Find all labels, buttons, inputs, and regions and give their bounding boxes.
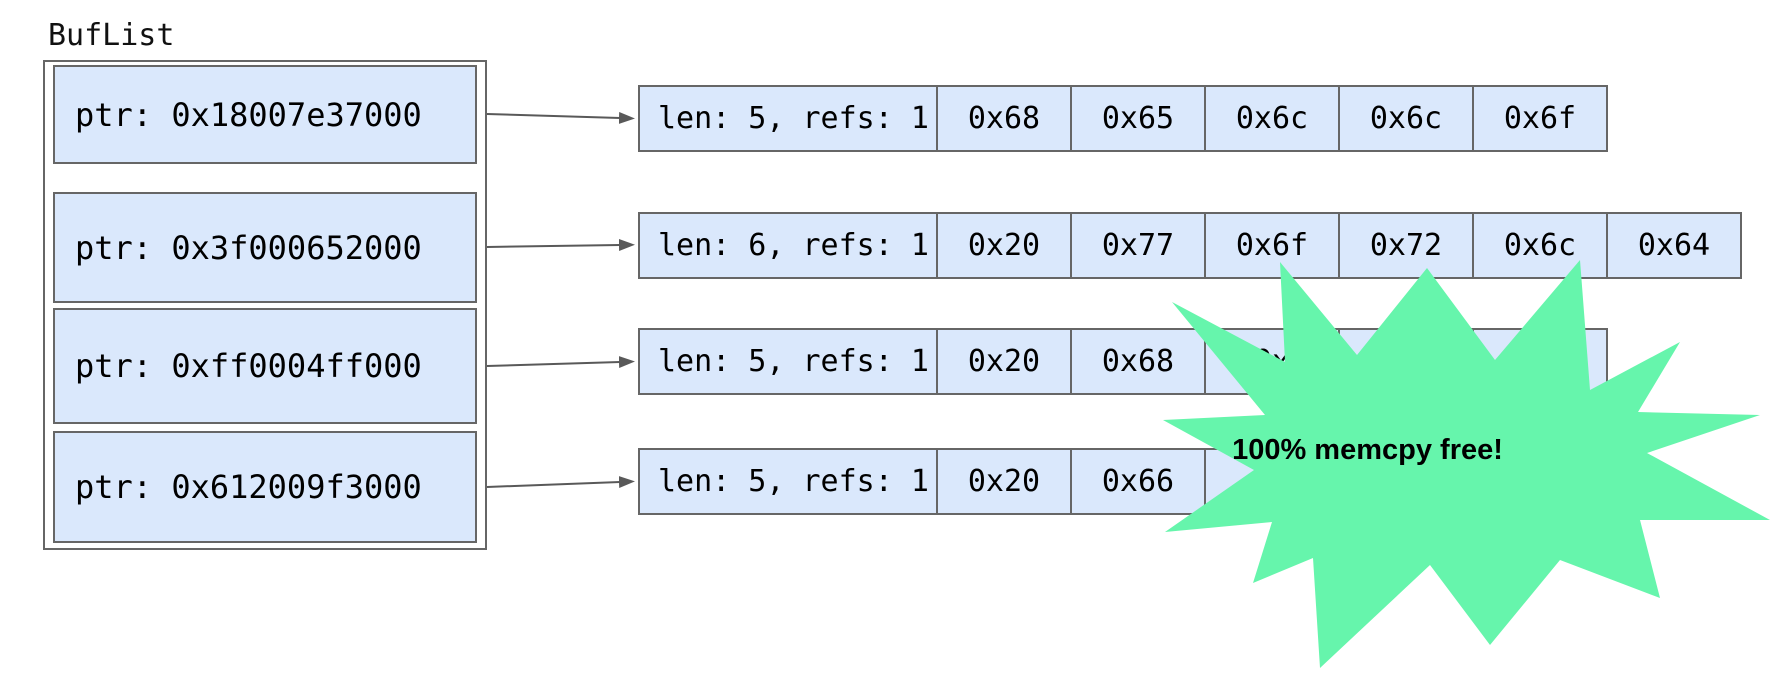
byte-cell: 0x20 — [936, 450, 1070, 513]
byte-cell — [1472, 330, 1606, 393]
byte-cell: 0x6c — [1338, 87, 1472, 150]
byte-cell: 0x6c — [1204, 87, 1338, 150]
buffer-row: len: 5, refs: 1 0x20 0x68 0x 0x — [638, 328, 1608, 395]
ptr-label: ptr: 0xff0004ff000 — [75, 347, 422, 385]
buffer-row: len: 5, refs: 1 0x68 0x65 0x6c 0x6c 0x6f — [638, 85, 1608, 152]
ptr-box: ptr: 0x3f000652000 — [53, 192, 477, 303]
byte-cell: 0x64 — [1606, 214, 1740, 277]
buffer-header: len: 6, refs: 1 — [640, 214, 936, 277]
ptr-box: ptr: 0xff0004ff000 — [53, 308, 477, 424]
buffer-header: len: 5, refs: 1 — [640, 450, 936, 513]
byte-cell: 0x6c — [1472, 214, 1606, 277]
ptr-box: ptr: 0x18007e37000 — [53, 65, 477, 164]
byte-cell: 0x6f — [1204, 214, 1338, 277]
byte-cell: 0x66 — [1070, 450, 1204, 513]
pointer-arrow — [486, 476, 635, 489]
byte-cell: 0x77 — [1070, 214, 1204, 277]
byte-cell: 0x72 — [1338, 214, 1472, 277]
pointer-arrow — [486, 239, 635, 252]
buffer-header: len: 5, refs: 1 — [640, 87, 936, 150]
ptr-label: ptr: 0x612009f3000 — [75, 468, 422, 506]
byte-cell: 0x — [1204, 450, 1338, 513]
pointer-arrow — [486, 356, 635, 369]
ptr-box: ptr: 0x612009f3000 — [53, 431, 477, 543]
byte-cell: 0x6f — [1472, 87, 1606, 150]
byte-cell — [1338, 450, 1472, 513]
pointer-arrow — [486, 111, 635, 124]
byte-cell: 0x68 — [1070, 330, 1204, 393]
buflist-title: BufList — [48, 18, 175, 53]
byte-cell: 0x65 — [1070, 87, 1204, 150]
byte-cell: 0x20 — [936, 214, 1070, 277]
buffer-row: len: 6, refs: 1 0x20 0x77 0x6f 0x72 0x6c… — [638, 212, 1742, 279]
byte-cell: 0x20 — [936, 330, 1070, 393]
byte-cell: 0x68 — [936, 87, 1070, 150]
ptr-label: ptr: 0x3f000652000 — [75, 228, 422, 267]
buffer-row: len: 5, refs: 1 0x20 0x66 0x — [638, 448, 1608, 515]
byte-cell — [1472, 450, 1606, 513]
buffer-header: len: 5, refs: 1 — [640, 330, 936, 393]
byte-cell: 0x — [1204, 330, 1338, 393]
byte-cell: 0x — [1338, 330, 1472, 393]
ptr-label: ptr: 0x18007e37000 — [75, 95, 422, 134]
